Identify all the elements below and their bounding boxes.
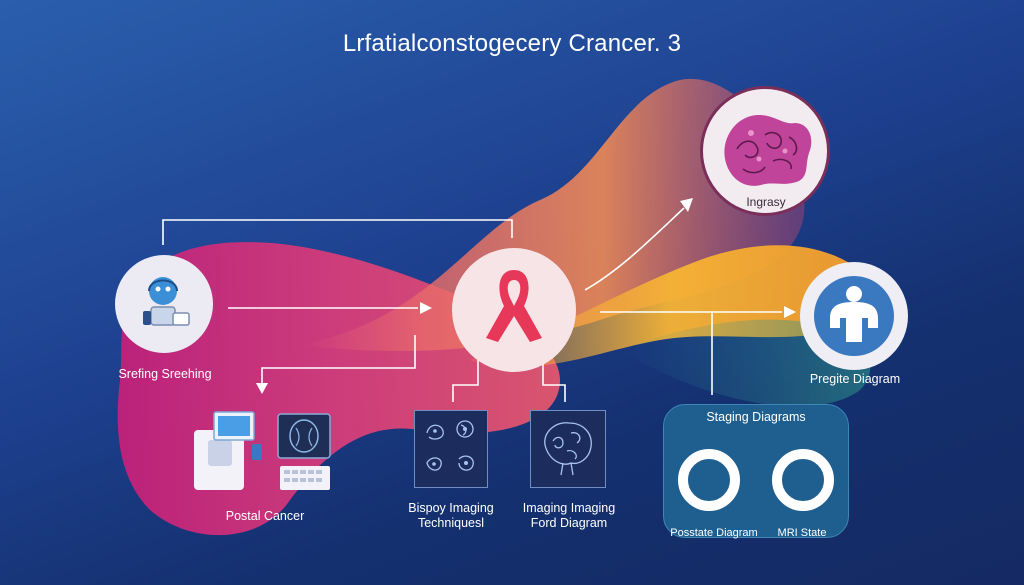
- arrowheads: [256, 198, 796, 394]
- imaging-workstation-icon: [194, 411, 331, 490]
- staging-left-label: Posstate Diagram: [670, 527, 758, 539]
- pregite-node[interactable]: [800, 262, 908, 370]
- staging-title: Staging Diagrams: [706, 410, 806, 424]
- imaging-panel[interactable]: [530, 410, 606, 488]
- staging-panel[interactable]: Staging Diagrams Posstate Diagram MRI St…: [663, 404, 849, 539]
- imaging-label-1: Imaging Imaging: [522, 501, 616, 515]
- tissue-illustration-icon: [724, 115, 812, 186]
- ribbon-node[interactable]: [452, 248, 576, 372]
- cell-panels-icon: [426, 420, 474, 471]
- connector-lines: [162, 207, 782, 402]
- biopsy-label-1: Bispoy Imaging: [408, 501, 494, 515]
- postal-workstation[interactable]: [190, 408, 340, 498]
- staging-ring-right: [772, 449, 834, 511]
- medical-person-icon: [814, 276, 894, 356]
- screening-node[interactable]: [115, 255, 213, 353]
- staging-right-label: MRI State: [777, 527, 827, 539]
- pregite-label: Pregite Diagram: [809, 372, 901, 386]
- ingrasy-label: Ingrasy: [746, 195, 786, 209]
- brain-scan-icon: [544, 422, 592, 476]
- diagram-title: Lrfatialconstogecery Crancer. 3: [342, 30, 682, 57]
- ingrasy-node[interactable]: [700, 86, 830, 216]
- biopsy-panel[interactable]: [414, 410, 488, 488]
- biopsy-label-2: Techniquesl: [417, 516, 484, 530]
- staging-ring-left: [678, 449, 740, 511]
- doctor-screening-icon: [143, 277, 190, 326]
- awareness-ribbon-icon: [486, 270, 542, 342]
- screening-label: Srefing Sreehing: [118, 367, 212, 381]
- imaging-label-2: Ford Diagram: [530, 516, 608, 530]
- postal-label: Postal Cancer: [225, 509, 305, 523]
